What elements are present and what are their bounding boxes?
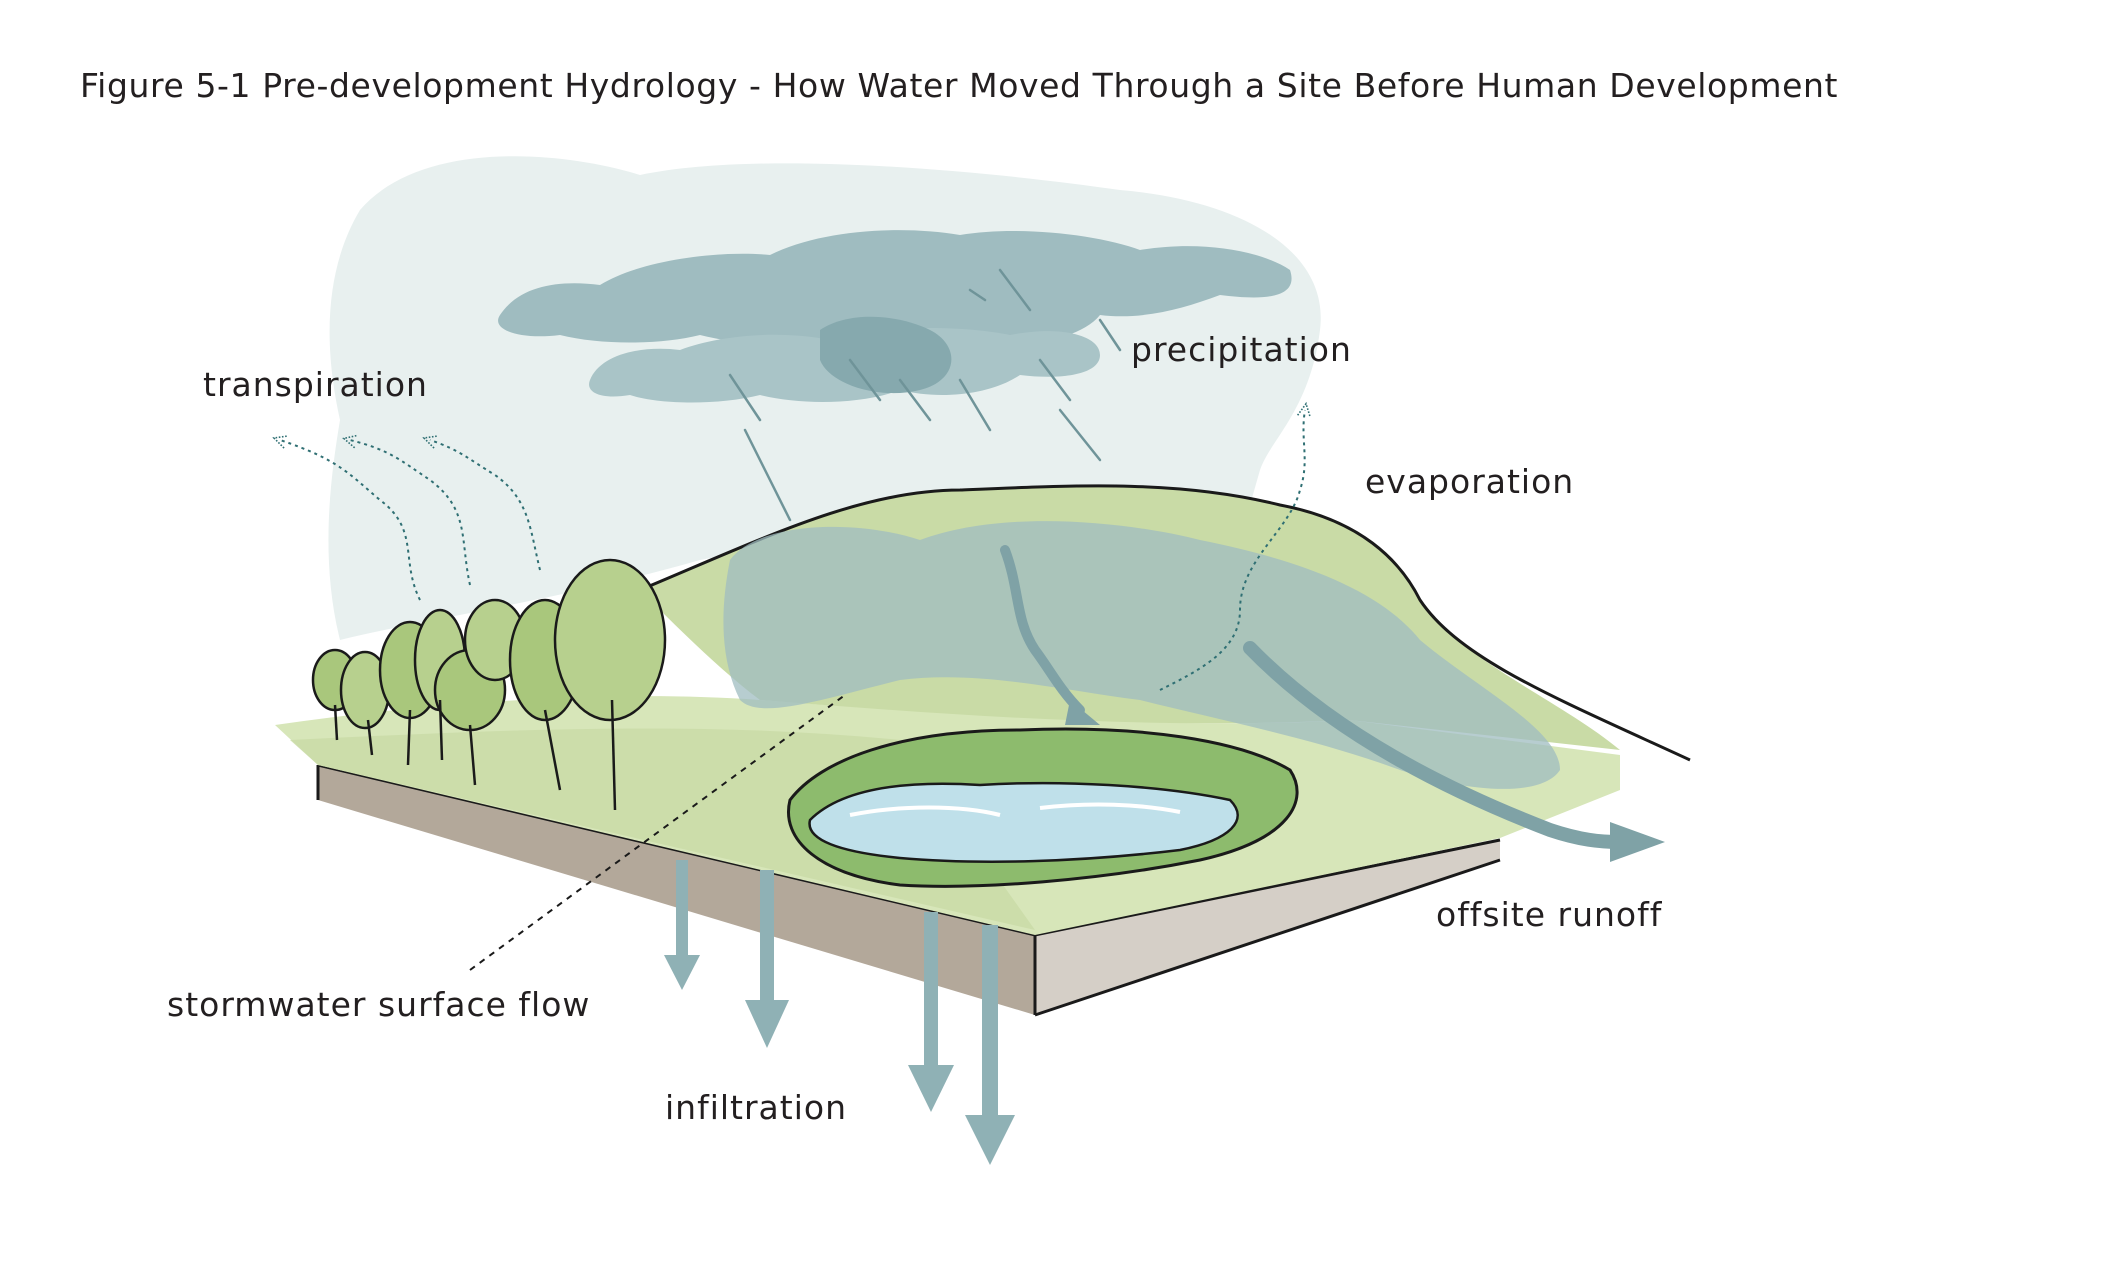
label-precipitation: precipitation xyxy=(1131,330,1352,369)
infiltration-arrows xyxy=(664,860,1015,1165)
pond xyxy=(787,727,1299,888)
label-infiltration: infiltration xyxy=(665,1088,847,1127)
figure-title: Figure 5-1 Pre-development Hydrology - H… xyxy=(80,66,1839,105)
hill-outline xyxy=(639,484,1691,762)
offsite-runoff-arrow xyxy=(1243,641,1627,849)
rain-cloud xyxy=(498,230,1292,403)
label-transpiration: transpiration xyxy=(203,365,428,404)
rain-streaks xyxy=(728,268,1122,522)
transpiration-arrows xyxy=(280,440,541,601)
tree-grove xyxy=(311,558,667,811)
stormwater-leader-line xyxy=(469,694,846,971)
soil-bottom-edge xyxy=(1034,858,1501,1017)
soil-side xyxy=(1035,840,1500,1015)
evaporation-arrow xyxy=(1159,410,1305,691)
surface-flow-arrow xyxy=(1000,545,1085,715)
label-offsite-runoff: offsite runoff xyxy=(1436,895,1663,934)
label-evaporation: evaporation xyxy=(1365,462,1575,501)
label-stormwater-surface-flow: stormwater surface flow xyxy=(167,985,591,1024)
